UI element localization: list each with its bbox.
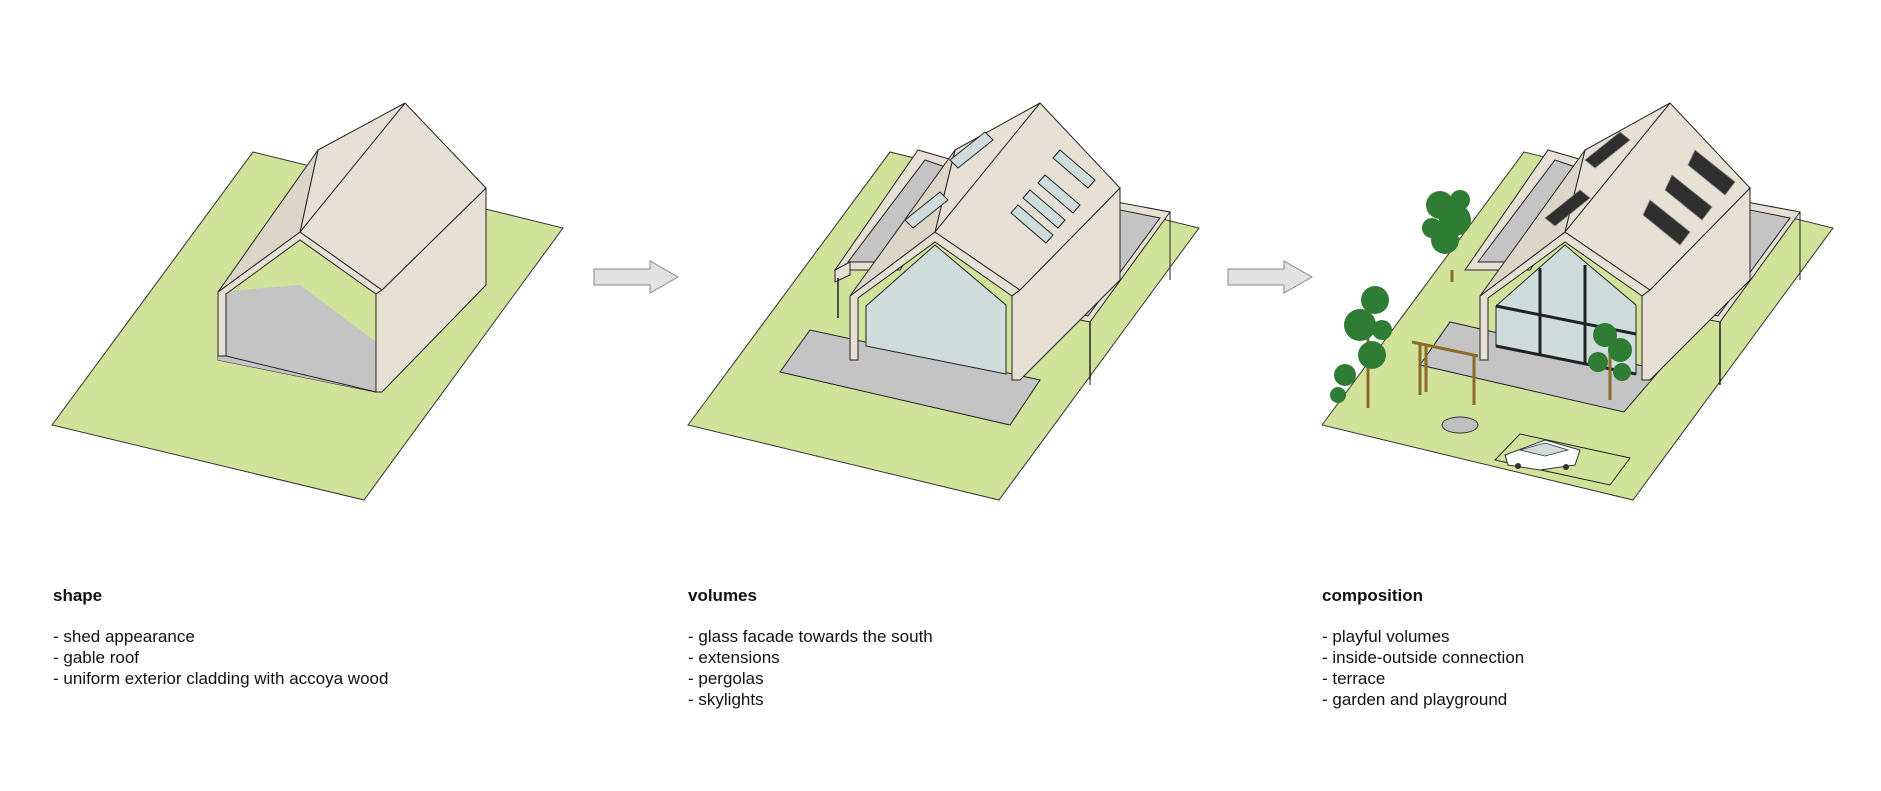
skylights (904, 131, 1096, 244)
caption-item: - glass facade towards the south (688, 627, 933, 646)
solar-panels (1544, 131, 1736, 246)
caption-list: - glass facade towards the south - exten… (688, 626, 1208, 710)
tree-icon (1588, 323, 1632, 400)
caption-title: shape (53, 586, 103, 605)
caption-item: - playful volumes (1322, 627, 1450, 646)
caption-item: - skylights (688, 690, 764, 709)
caption-item: - terrace (1322, 669, 1386, 688)
tree-icon (1330, 286, 1392, 408)
caption-item: - uniform exterior cladding with accoya … (53, 669, 389, 688)
caption-title: volumes (688, 586, 757, 605)
stage-volumes-illustration (687, 102, 1200, 501)
caption-volumes: volumes - glass facade towards the south… (688, 586, 1208, 710)
arrow-icon (593, 260, 680, 294)
caption-list: - shed appearance - gable roof - uniform… (53, 626, 573, 689)
caption-shape: shape - shed appearance - gable roof - u… (53, 586, 573, 689)
caption-list: - playful volumes - inside-outside conne… (1322, 626, 1842, 710)
caption-composition: composition - playful volumes - inside-o… (1322, 586, 1842, 710)
caption-item: - inside-outside connection (1322, 648, 1525, 667)
caption-item: - pergolas (688, 669, 764, 688)
pergola (1411, 340, 1479, 405)
stage-shape-illustration (51, 102, 564, 501)
playground-disc (1441, 416, 1479, 434)
caption-item: - gable roof (53, 648, 139, 667)
arrow-icon (1227, 260, 1314, 294)
stage-composition-illustration (1321, 102, 1834, 501)
caption-item: - shed appearance (53, 627, 195, 646)
car-icon (1504, 439, 1581, 471)
caption-title: composition (1322, 586, 1424, 605)
caption-item: - extensions (688, 648, 780, 667)
tree-icon (1422, 190, 1471, 282)
caption-item: - garden and playground (1322, 690, 1508, 709)
